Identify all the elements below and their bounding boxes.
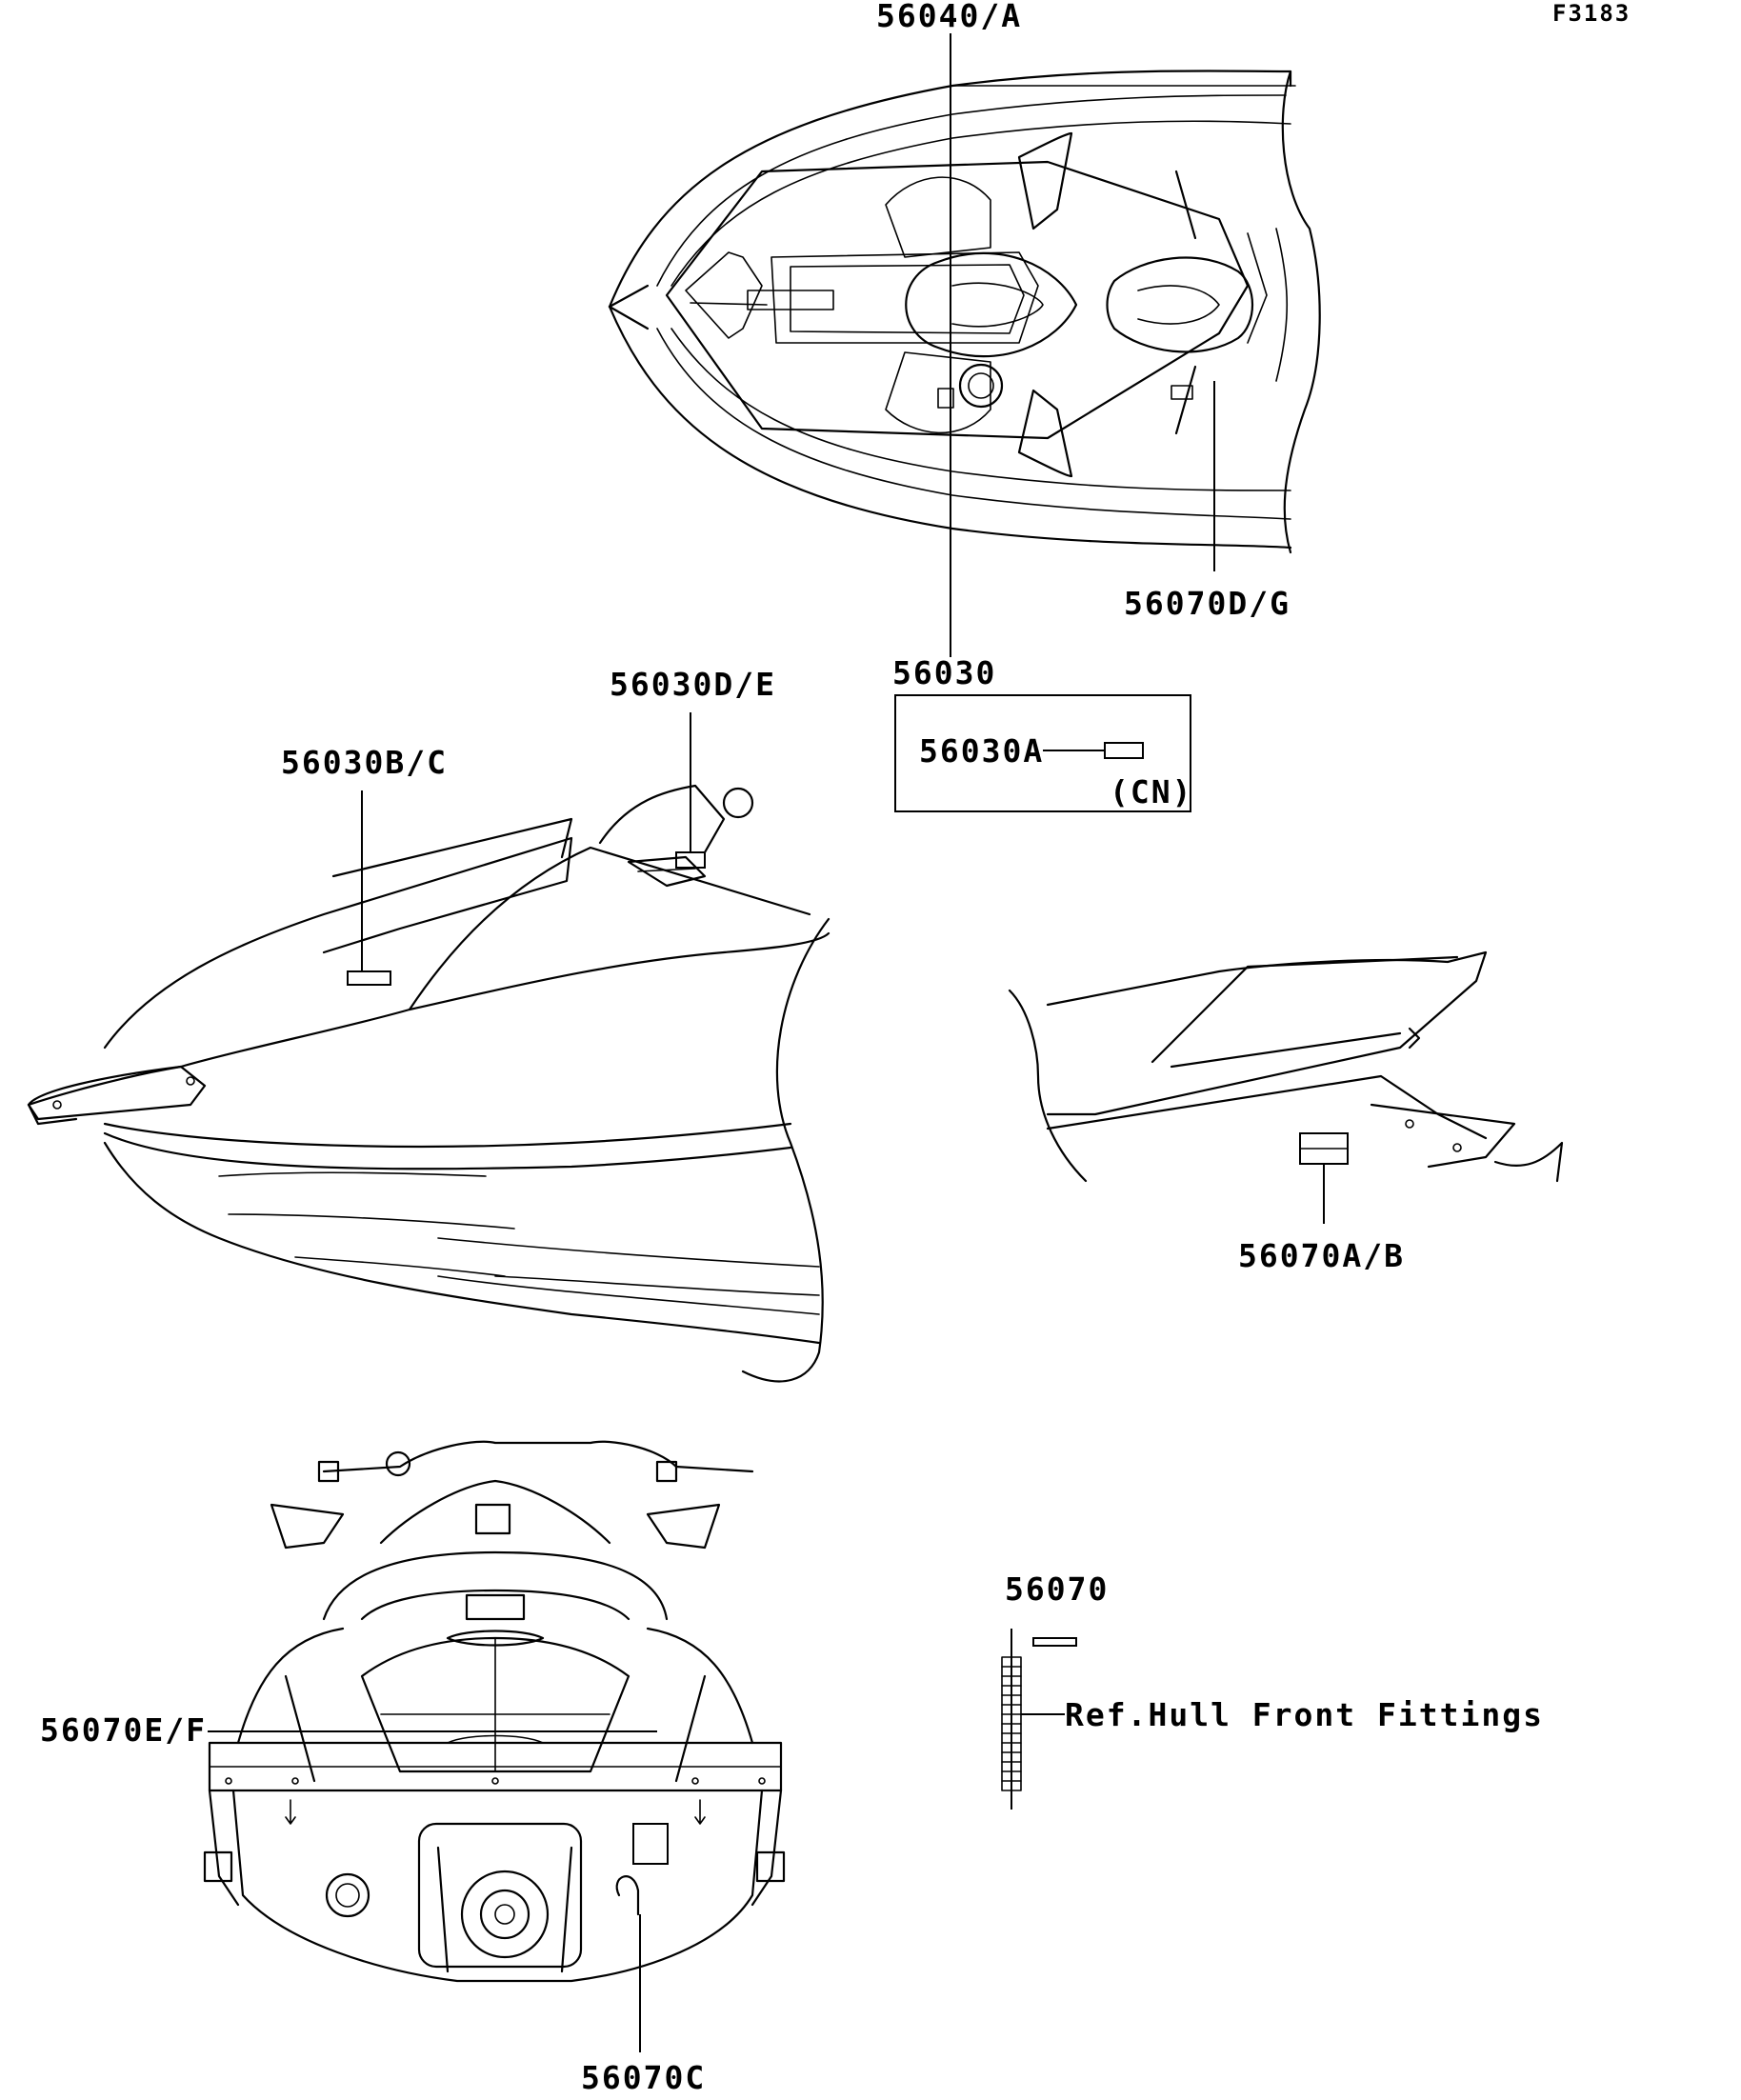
ref-hull-front-fittings: Ref.Hull Front Fittings xyxy=(1065,1696,1544,1733)
decal-56030a-icon xyxy=(1104,742,1144,759)
callout-56070c: 56070C xyxy=(581,2059,706,2096)
callout-56070d-g: 56070D/G xyxy=(1124,585,1291,622)
callout-56030b-c: 56030B/C xyxy=(281,744,448,781)
callout-56070: 56070 xyxy=(1005,1570,1109,1608)
callout-56040-a: 56040/A xyxy=(876,0,1022,34)
callout-56030a: 56030A xyxy=(919,732,1044,770)
callout-56030d-e: 56030D/E xyxy=(610,666,776,703)
region-cn: (CN) xyxy=(1110,773,1192,810)
callout-56070e-f: 56070E/F xyxy=(40,1711,207,1749)
callout-56030: 56030 xyxy=(892,654,996,691)
callout-56070a-b: 56070A/B xyxy=(1238,1237,1405,1274)
decal-56070c-mark xyxy=(632,1823,669,1865)
decal-56070-mark xyxy=(1032,1637,1077,1647)
cn-label-box: 56030A (CN) xyxy=(894,694,1192,812)
side-view-drawing xyxy=(27,784,830,1383)
figure-code: F3183 xyxy=(1552,0,1631,27)
rear-view-drawing xyxy=(203,1440,786,1983)
seat-side-view-drawing xyxy=(1008,950,1564,1183)
hull-fitting-strip xyxy=(1001,1629,1022,1810)
decal-56030bc-mark xyxy=(347,970,391,986)
top-view-drawing xyxy=(608,70,1321,554)
decal-56030de-mark xyxy=(675,851,706,869)
